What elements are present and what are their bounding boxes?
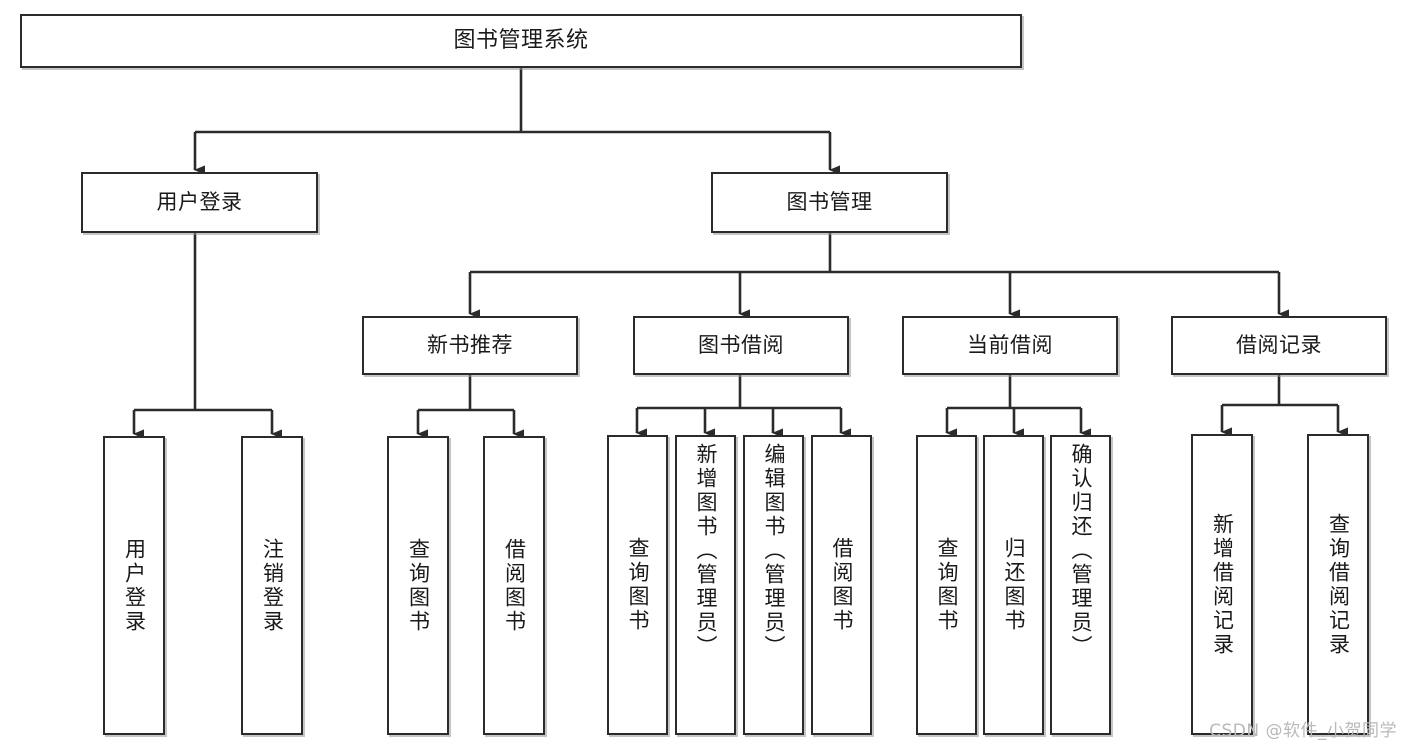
watermark-text: CSDN @软件_小贺同学 <box>1209 721 1397 741</box>
node-label: 注销登录 <box>260 537 285 634</box>
leaf-current-borrow-confirm-return-admin[interactable]: 确认归还（管理员） <box>1050 435 1111 735</box>
node-label: 图书借阅 <box>698 333 784 358</box>
node-book-borrow[interactable]: 图书借阅 <box>633 316 849 375</box>
leaf-book-borrow-add-book-admin[interactable]: 新增图书（管理员） <box>675 435 736 735</box>
node-label: 查询图书 <box>406 537 431 634</box>
node-user-login[interactable]: 用户登录 <box>81 172 318 233</box>
node-label: 图书管理系统 <box>453 28 589 54</box>
node-label: 借阅图书 <box>502 537 527 634</box>
node-label: 借阅记录 <box>1236 333 1322 358</box>
leaf-book-borrow-edit-book-admin[interactable]: 编辑图书（管理员） <box>743 435 804 735</box>
node-new-book-recommend[interactable]: 新书推荐 <box>362 316 578 375</box>
node-label: 新增借阅记录 <box>1210 512 1235 657</box>
leaf-borrow-records-add-record[interactable]: 新增借阅记录 <box>1191 434 1253 735</box>
node-root-system[interactable]: 图书管理系统 <box>20 14 1022 68</box>
leaf-current-borrow-return-book[interactable]: 归还图书 <box>983 435 1044 735</box>
node-label: 查询图书 <box>935 537 959 633</box>
leaf-user-login-user-login[interactable]: 用户登录 <box>103 436 165 735</box>
leaf-current-borrow-query-book[interactable]: 查询图书 <box>916 435 977 735</box>
node-label: 归还图书 <box>1002 537 1026 633</box>
node-label: 图书管理 <box>786 190 873 215</box>
leaf-book-borrow-borrow-book[interactable]: 借阅图书 <box>811 435 872 735</box>
node-label: 新书推荐 <box>427 333 513 358</box>
leaf-book-borrow-query-book[interactable]: 查询图书 <box>607 435 668 735</box>
node-label: 用户登录 <box>156 190 243 215</box>
leaf-new-book-borrow-book[interactable]: 借阅图书 <box>483 436 545 735</box>
node-book-management[interactable]: 图书管理 <box>711 172 948 233</box>
node-label: 新增图书（管理员） <box>694 443 718 659</box>
node-label: 借阅图书 <box>830 537 854 633</box>
node-label: 用户登录 <box>122 537 147 634</box>
node-label: 确认归还（管理员） <box>1069 443 1093 659</box>
leaf-borrow-records-query-record[interactable]: 查询借阅记录 <box>1307 434 1369 735</box>
node-borrow-records[interactable]: 借阅记录 <box>1171 316 1387 375</box>
leaf-new-book-query-book[interactable]: 查询图书 <box>387 436 449 735</box>
node-label: 当前借阅 <box>967 333 1053 358</box>
node-label: 查询图书 <box>626 537 650 633</box>
node-current-borrow[interactable]: 当前借阅 <box>902 316 1118 375</box>
node-label: 查询借阅记录 <box>1326 512 1351 657</box>
node-label: 编辑图书（管理员） <box>762 443 786 659</box>
leaf-user-login-logout[interactable]: 注销登录 <box>241 436 303 735</box>
